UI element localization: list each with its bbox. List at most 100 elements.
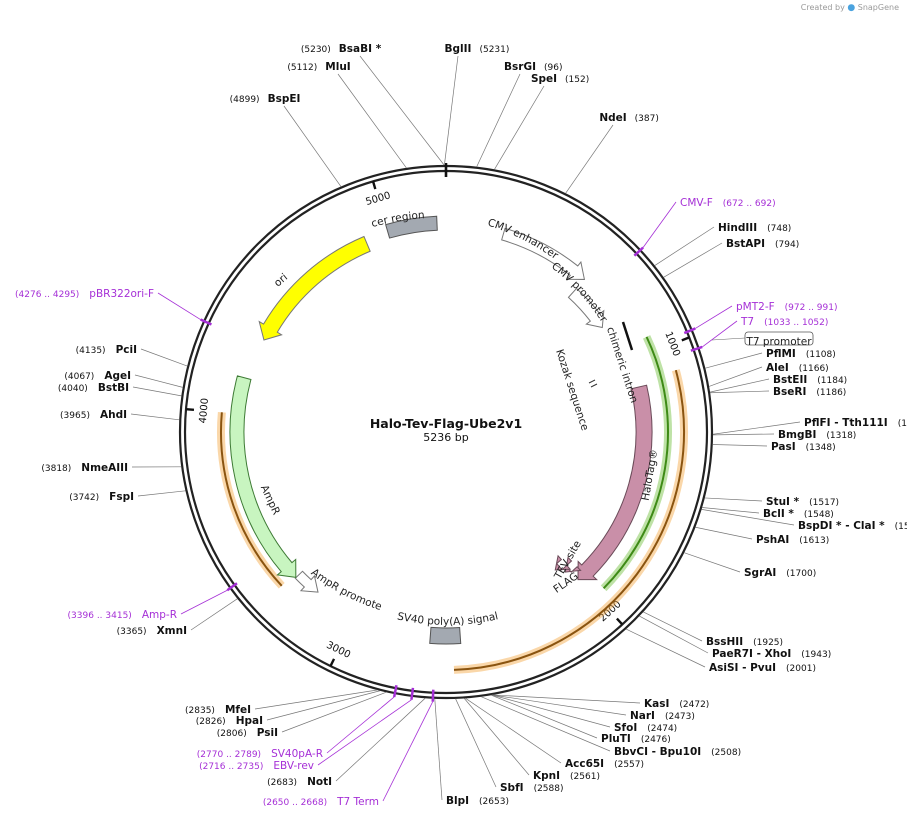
tick-label-5000: 5000 [364, 190, 392, 208]
snapgene-logo-icon: ● [847, 3, 856, 13]
primer-range: (2650 .. 2668) [263, 798, 327, 808]
enzyme-position: (748) [767, 224, 791, 234]
primer-mark-ebv-rev [410, 687, 415, 700]
enzyme-leader-hpai [266, 690, 381, 721]
orf-outer-orange [453, 369, 685, 671]
enzyme-leader-noti [335, 697, 426, 782]
enzyme-leader-spei [494, 85, 545, 170]
enzyme-leader-bcli [702, 507, 760, 514]
enzyme-leader-hindiii [654, 226, 715, 266]
tick-mark-2000 [616, 617, 624, 626]
enzyme-pflmi: PflMI(1108) [766, 348, 836, 360]
enzyme-position: (3742) [69, 493, 99, 503]
tick-mark-1000 [681, 336, 690, 342]
enzyme-name: AleI [766, 362, 789, 374]
primer-leader-pbr322ori-f [157, 292, 201, 320]
enzyme-position: (2561) [570, 772, 600, 782]
enzyme-leader-bglii [444, 55, 459, 166]
orf-inner-green [602, 336, 669, 590]
enzyme-kasi: KasI(2472) [644, 698, 709, 710]
enzyme-leader-stui [704, 497, 763, 502]
enzyme-name: BstBI [98, 382, 129, 394]
feature-ampr [229, 375, 297, 578]
primer-name: pMT2-F [736, 301, 775, 313]
enzyme-name: BstAPI [726, 238, 765, 250]
primer-cmv-f: CMV-F(672 .. 692) [680, 197, 776, 209]
enzyme-name: BmgBI [778, 429, 816, 441]
enzyme-hindiii: HindIII(748) [718, 222, 791, 234]
enzyme-hpai: HpaI (2826) [196, 715, 263, 727]
enzyme-position: (2557) [614, 760, 644, 770]
feature-halotag [577, 384, 653, 581]
enzyme-name: KpnI [533, 770, 560, 782]
primer-t7-term: T7 Term (2650 .. 2668) [263, 796, 379, 808]
enzyme-leader-xmni [190, 598, 238, 631]
plasmid-name: Halo-Tev-Flag-Ube2v1 [370, 416, 522, 431]
enzyme-asisi-pvui: AsiSI - PvuI(2001) [709, 662, 816, 674]
enzyme-paer7i-xhoi: PaeR7I - XhoI(1943) [712, 648, 831, 660]
enzyme-position: (4135) [76, 346, 106, 356]
feature-ampr-promoter [294, 570, 319, 593]
primer-name: EBV-rev [273, 760, 314, 772]
snapgene-brand: Created by ● SnapGene [801, 3, 899, 13]
primer-mark-cmv-f [633, 246, 644, 257]
primer-t7: T7(1033 .. 1052) [740, 316, 828, 328]
enzyme-bglii: BglII(5231) [445, 43, 510, 55]
enzyme-leader-alei [708, 366, 763, 387]
enzyme-name: BlpI [446, 795, 469, 807]
tick-label-3000: 3000 [324, 640, 352, 661]
enzyme-leader-bsabi [359, 55, 445, 166]
enzyme-nari: NarI (2473) [630, 710, 695, 722]
enzyme-bstapi: BstAPI(794) [726, 238, 799, 250]
enzyme-position: (152) [565, 75, 589, 85]
enzyme-leader-kasi [492, 694, 641, 704]
enzyme-pcii: PciI(4135) [76, 344, 137, 356]
enzyme-stui: StuI *(1517) [766, 496, 839, 508]
enzyme-bsrgi: BsrGI(96) [504, 61, 562, 73]
enzyme-leader-pasi [712, 444, 768, 447]
enzyme-name: MluI [325, 61, 350, 73]
primer-mark-pmt2-f [683, 327, 696, 335]
enzyme-leader-pluti [491, 694, 598, 739]
enzyme-name: BstEII [773, 374, 807, 386]
enzyme-leader-asisi-pvui [625, 628, 706, 668]
primer-pmt2-f: pMT2-F(972 .. 991) [736, 301, 837, 313]
enzyme-name: KasI [644, 698, 669, 710]
enzyme-sfoi: SfoI(2474) [614, 722, 677, 734]
primer-range: (2716 .. 2735) [199, 762, 263, 772]
t7-promoter-box [744, 331, 814, 346]
enzyme-position: (1318) [826, 431, 856, 441]
feature-cer-region [385, 215, 438, 239]
enzyme-name: BspDI * - ClaI * [798, 520, 885, 532]
enzyme-position: (5231) [479, 45, 509, 55]
enzyme-pflfi-tth111i: PflFI - Tth111I(1316) [804, 417, 907, 429]
primer-name: T7 Term [336, 796, 379, 808]
enzyme-name: HpaI [236, 715, 263, 727]
enzyme-sbfi: SbfI(2588) [500, 782, 564, 794]
enzyme-leader-agei [134, 374, 183, 388]
enzyme-sgrai: SgrAI(1700) [744, 567, 816, 579]
enzyme-name: BseRI [773, 386, 806, 398]
enzyme-position: (3365) [117, 627, 147, 637]
enzyme-position: (5230) [301, 45, 331, 55]
enzyme-name: PaeR7I - XhoI [712, 648, 791, 660]
enzyme-leader-bsteii [709, 378, 770, 393]
enzyme-kpni: KpnI (2561) [533, 770, 600, 782]
enzyme-position: (96) [544, 63, 562, 73]
enzyme-position: (4899) [230, 95, 260, 105]
enzyme-leader-bstapi [663, 242, 723, 278]
enzyme-pluti: PluTI(2476) [601, 733, 671, 745]
enzyme-leader-ndei [565, 124, 614, 194]
enzyme-name: NdeI [599, 112, 626, 124]
enzyme-position: (2826) [196, 717, 226, 727]
feature-ori [258, 235, 371, 341]
plasmid-size: 5236 bp [423, 431, 468, 444]
enzyme-psii: PsiI(2806) [217, 727, 278, 739]
enzyme-name: NarI [630, 710, 655, 722]
enzyme-bsteii: BstEII(1184) [773, 374, 847, 386]
enzyme-position: (1186) [816, 388, 846, 398]
enzyme-position: (2473) [665, 712, 695, 722]
enzyme-name: SgrAI [744, 567, 776, 579]
primer-name: SV40pA-R [271, 748, 323, 760]
